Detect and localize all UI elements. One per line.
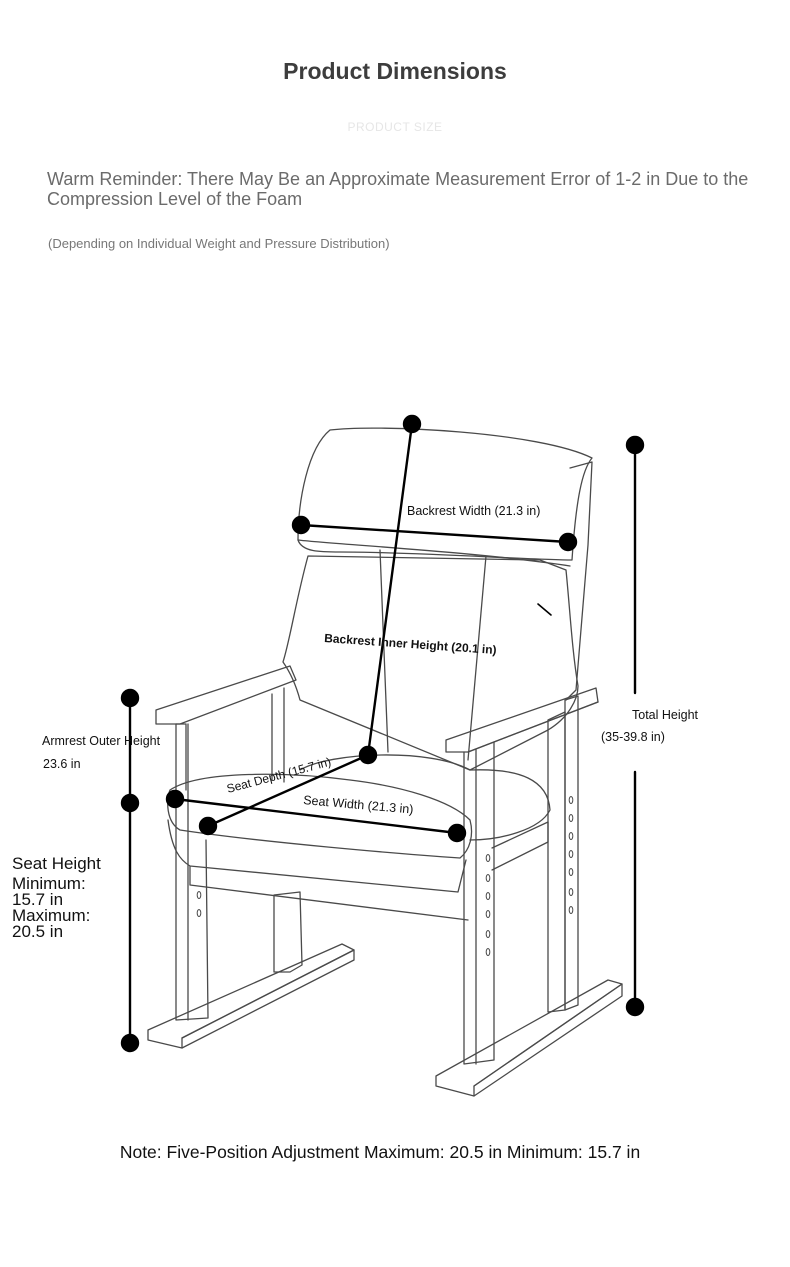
front-leg-left [175, 723, 209, 1021]
armrest-right-top [445, 687, 599, 753]
armrest-height-value: 23.6 in [43, 757, 81, 771]
seat-height-min-value: 15.7 in [12, 890, 64, 909]
backrest-width-dot-left [291, 515, 311, 535]
rear-leg-left [273, 891, 303, 973]
armrest-height-dot-top [120, 688, 140, 708]
seat-height-dot-bottom [120, 1033, 140, 1053]
total-height-dot-bottom [625, 997, 645, 1017]
warm-reminder: Warm Reminder: There May Be an Approxima… [47, 169, 749, 209]
armrest-height-label: Armrest Outer Height [42, 734, 161, 748]
armrest-right-underside [467, 701, 599, 753]
total-height-label: Total Height [632, 708, 699, 722]
armrest-left-post [175, 723, 187, 791]
rear-leg-right [564, 695, 579, 1011]
seat-height-dot-top [120, 793, 140, 813]
adjustment-holes-left-front [196, 891, 202, 917]
adjustment-holes-right-rear [568, 796, 574, 914]
pressure-note: (Depending on Individual Weight and Pres… [48, 236, 390, 251]
seat-width-dot-left [165, 789, 185, 809]
seat-frame-rail [189, 865, 469, 921]
backrest-inner-height-line [366, 422, 414, 757]
backrest-width-dot-right [558, 532, 578, 552]
adjustment-holes-right-front [485, 854, 491, 956]
seat-height-max-label: Maximum: [12, 906, 91, 925]
page-subtitle: PRODUCT SIZE [347, 120, 443, 134]
rear-leg-right-inner [547, 711, 566, 1013]
seat-width-label: Seat Width (21.3 in) [303, 793, 414, 817]
backrest-slat-left [379, 549, 389, 753]
backrest-width-label: Backrest Width (21.3 in) [407, 504, 540, 518]
seat-width-line [173, 797, 459, 835]
total-height-dot-top [625, 435, 645, 455]
backrest-inner-height-dot-top [402, 414, 422, 434]
seat-depth-dot [198, 816, 218, 836]
floor-rail-left [147, 943, 355, 1049]
armrest-left-post-back [271, 687, 285, 783]
adjustment-note: Note: Five-Position Adjustment Maximum: … [119, 1142, 641, 1162]
backrest-width-line [299, 523, 570, 544]
armrest-left-top [155, 665, 297, 725]
seat-depth-line [206, 753, 370, 828]
front-leg-right [463, 741, 495, 1065]
backrest-slat-right [467, 555, 487, 761]
total-height-value: (35-39.8 in) [601, 730, 665, 744]
floor-rail-left-edge [181, 949, 355, 1049]
seat-frame-side [491, 821, 549, 871]
headrest-cushion-bottom [297, 539, 571, 567]
seat-height-min-label: Minimum: [12, 874, 86, 893]
backrest-inner-height-label: Backrest Inner Height (20.1 in) [324, 631, 497, 657]
backrest-panel [282, 555, 579, 771]
floor-rail-right-edge [473, 983, 623, 1097]
seat-height-max-value: 20.5 in [12, 922, 64, 941]
seat-height-block: Seat Height Minimum: 15.7 in Maximum: 20… [12, 854, 101, 941]
seat-height-title: Seat Height [12, 854, 101, 873]
backrest-frame-right [565, 461, 593, 701]
seat-width-dot-right [447, 823, 467, 843]
page-title: Product Dimensions [283, 58, 507, 84]
tick-mark [537, 603, 552, 616]
